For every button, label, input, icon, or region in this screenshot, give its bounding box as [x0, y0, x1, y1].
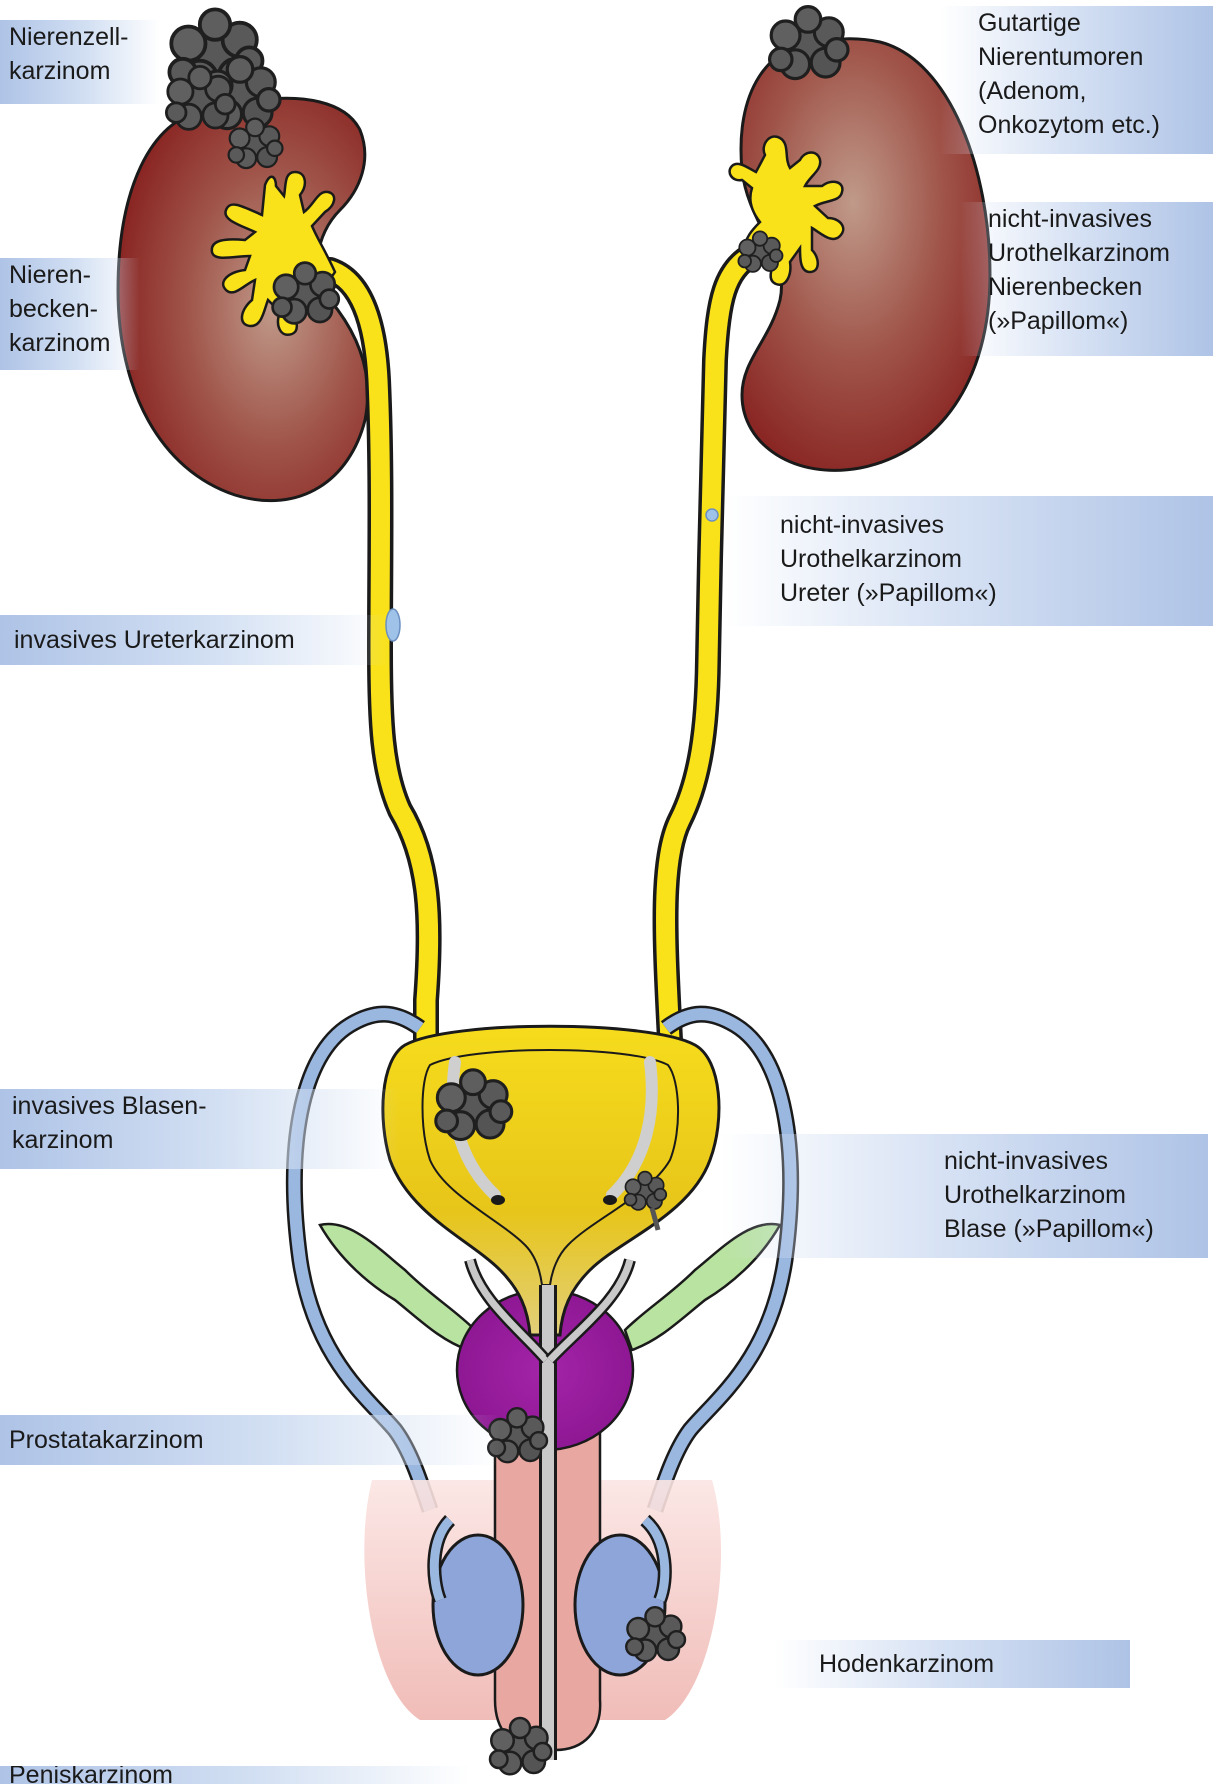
label-line: nicht-invasives	[780, 511, 944, 539]
label-line: Nierentumoren	[978, 43, 1144, 71]
label-nierenzellkarzinom: Nierenzell- karzinom	[0, 20, 160, 104]
label-line: Onkozytom etc.)	[978, 111, 1160, 139]
tumor-gutartig	[767, 4, 850, 81]
label-papillom-nierenbecken: nicht-invasives Urothelkarzinom Nierenbe…	[960, 202, 1213, 356]
left-testis	[427, 1515, 525, 1677]
tumor-papillom-ureter	[705, 508, 719, 522]
tumor-papillom-blase	[623, 1170, 668, 1231]
label-line: karzinom	[9, 329, 111, 357]
label-line: Peniskarzinom	[9, 1766, 173, 1784]
label-line: Blase (»Papillom«)	[944, 1215, 1154, 1243]
label-peniskarzinom: Peniskarzinom	[0, 1766, 470, 1784]
label-invasives-blasenkarzinom: invasives Blasen- karzinom	[0, 1089, 400, 1169]
label-line: nicht-invasives	[944, 1147, 1108, 1175]
label-line: Prostatakarzinom	[9, 1426, 204, 1454]
label-line: invasives Blasen-	[12, 1092, 207, 1120]
urethra	[464, 1258, 636, 1760]
label-line: invasives Ureterkarzinom	[14, 626, 295, 654]
label-nierenbeckenkarzinom: Nieren- becken- karzinom	[0, 258, 140, 370]
label-line: (Adenom,	[978, 77, 1087, 105]
label-papillom-ureter: nicht-invasives Urothelkarzinom Ureter (…	[725, 496, 1213, 626]
label-line: Nierenzell-	[9, 23, 129, 51]
label-line: becken-	[9, 295, 98, 323]
label-prostatakarzinom: Prostatakarzinom	[0, 1415, 500, 1465]
label-hodenkarzinom: Hodenkarzinom	[775, 1640, 1130, 1688]
label-papillom-blase: nicht-invasives Urothelkarzinom Blase (»…	[720, 1134, 1208, 1258]
label-line: Ureter (»Papillom«)	[780, 579, 997, 607]
label-invasives-ureterkarzinom: invasives Ureterkarzinom	[0, 615, 390, 665]
label-line: nicht-invasives	[988, 205, 1152, 233]
label-gutartige-nierentumoren: Gutartige Nierentumoren (Adenom, Onkozyt…	[940, 6, 1213, 154]
label-line: (»Papillom«)	[988, 307, 1129, 335]
label-line: karzinom	[9, 57, 111, 85]
label-line: Urothelkarzinom	[944, 1181, 1127, 1209]
label-line: Urothelkarzinom	[988, 239, 1171, 267]
label-line: karzinom	[12, 1126, 114, 1154]
label-line: Urothelkarzinom	[780, 545, 963, 573]
label-line: Nierenbecken	[988, 273, 1143, 301]
label-line: Nieren-	[9, 261, 91, 289]
label-line: Hodenkarzinom	[819, 1650, 995, 1678]
right-ureter	[652, 242, 765, 1053]
label-line: Gutartige	[978, 9, 1081, 37]
